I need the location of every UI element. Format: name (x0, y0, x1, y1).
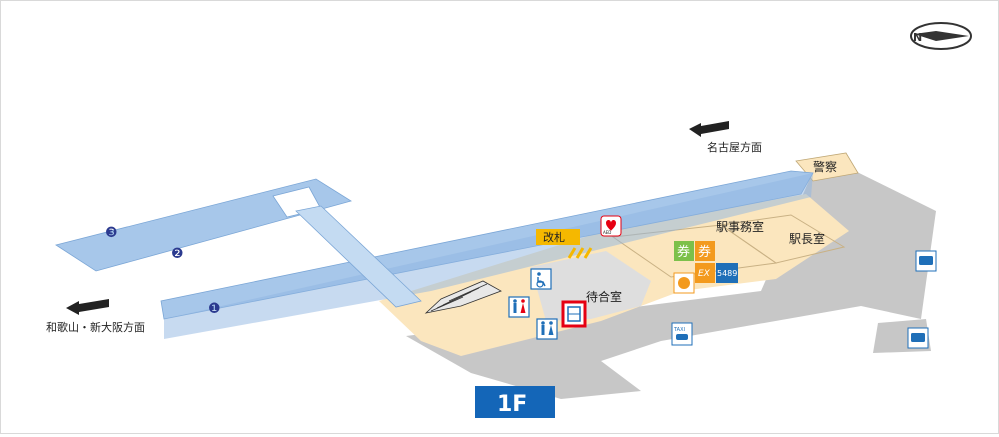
wakayama-direction-label: 和歌山・新大阪方面 (46, 320, 145, 334)
police-label: 警察 (813, 159, 837, 174)
platform-number-1: ❶ (208, 301, 221, 317)
ticket-machine-reserved-icon: 券 (695, 241, 715, 261)
svg-text:EX: EX (698, 269, 711, 279)
waiting-room-label: 待合室 (586, 289, 622, 304)
express-ticket-icon: EX (695, 263, 715, 283)
accessible-restroom-icon (536, 318, 558, 340)
restroom-icon (508, 296, 530, 318)
ticket-gate-sign: 改札 (536, 229, 580, 245)
svg-text:AED: AED (603, 230, 611, 235)
floor-badge: 1F (475, 386, 555, 418)
coffee-shop-icon (673, 272, 695, 294)
bus-stop-icon-lower (907, 327, 929, 349)
ticket-gate-label: 改札 (543, 230, 565, 244)
svg-text:5489: 5489 (717, 269, 737, 278)
svg-text:N: N (913, 31, 922, 44)
floor-label: 1F (497, 392, 527, 417)
wheelchair-icon (530, 268, 552, 290)
bus-stop-icon (915, 250, 937, 272)
station-office-label: 駅事務室 (716, 219, 764, 234)
taxi-icon: TAXI (671, 322, 693, 346)
locker-highlight-icon (561, 300, 587, 328)
ticket-machine-icon: 券 (674, 241, 694, 261)
waiting-area (531, 251, 651, 321)
svg-text:券: 券 (698, 244, 711, 260)
stationmaster-room-label: 駅長室 (789, 231, 825, 246)
svg-text:TAXI: TAXI (673, 327, 685, 333)
ticket-gate-lines (567, 247, 593, 259)
north-compass-icon: N (910, 22, 972, 50)
wakayama-direction-arrow-icon (66, 299, 109, 315)
bridge-corridor (295, 205, 422, 308)
platform-number-2: ❷ (171, 246, 184, 262)
nagoya-direction-arrow-icon (689, 121, 729, 137)
shop-5489-icon: 5489 (716, 263, 738, 283)
aed-icon: AED (600, 215, 622, 237)
stationmaster-room (719, 214, 846, 264)
nagoya-direction-label: 名古屋方面 (707, 140, 762, 154)
platform-number-3: ❸ (105, 225, 118, 241)
svg-text:券: 券 (677, 244, 690, 260)
stairs-icon (424, 280, 502, 314)
